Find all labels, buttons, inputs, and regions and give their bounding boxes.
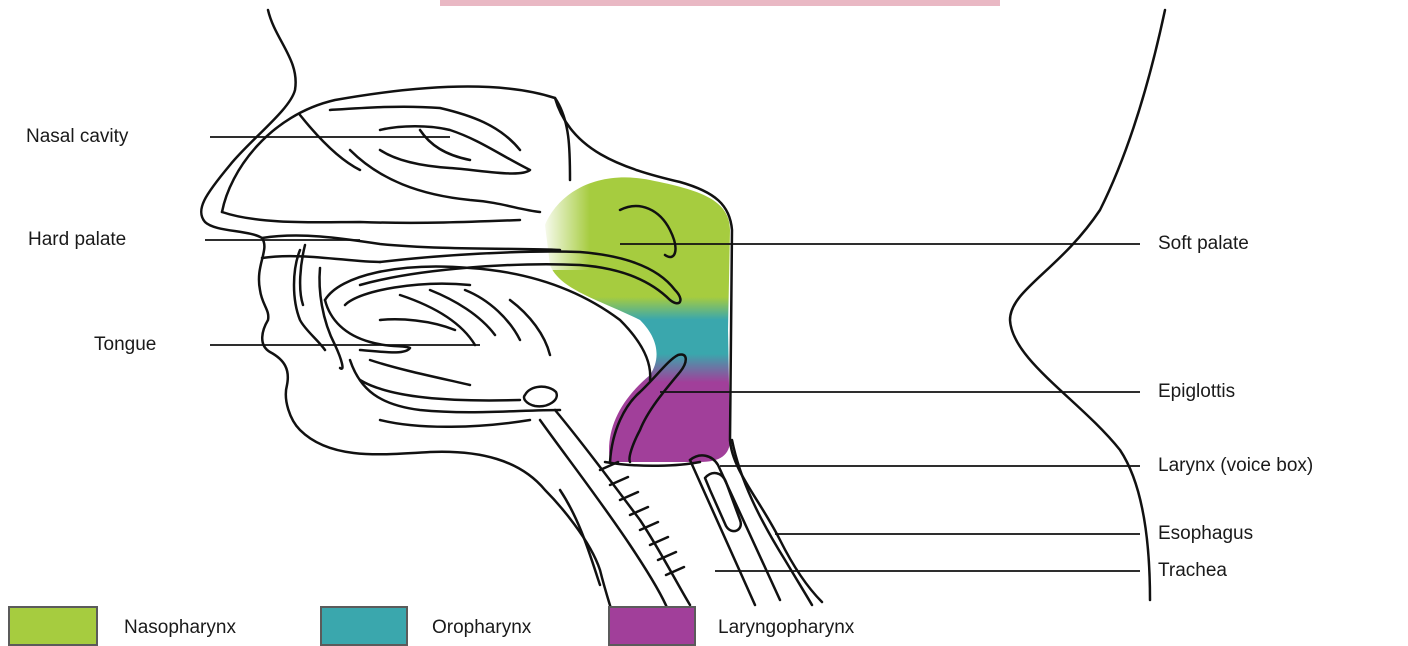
label-esophagus: Esophagus [1158, 524, 1253, 543]
label-trachea: Trachea [1158, 561, 1227, 580]
top-banner-strip [440, 0, 1000, 6]
label-nasal-cavity: Nasal cavity [26, 127, 128, 146]
neck-back-outline [1010, 10, 1165, 600]
legend-label-nasopharynx: Nasopharynx [124, 618, 236, 637]
label-epiglottis: Epiglottis [1158, 382, 1235, 401]
label-tongue: Tongue [94, 335, 156, 354]
legend-swatch-oropharynx [320, 606, 408, 646]
face-profile-outline [201, 10, 612, 612]
pharynx-fade [540, 180, 590, 270]
label-hard-palate: Hard palate [28, 230, 126, 249]
legend-swatch-nasopharynx [8, 606, 98, 646]
legend-swatch-laryngopharynx [608, 606, 696, 646]
label-larynx: Larynx (voice box) [1158, 456, 1313, 475]
legend-label-laryngopharynx: Laryngopharynx [718, 618, 854, 637]
legend-label-oropharynx: Oropharynx [432, 618, 531, 637]
label-soft-palate: Soft palate [1158, 234, 1249, 253]
hyoid-outline [524, 387, 557, 407]
hard-palate-outline [262, 236, 560, 250]
